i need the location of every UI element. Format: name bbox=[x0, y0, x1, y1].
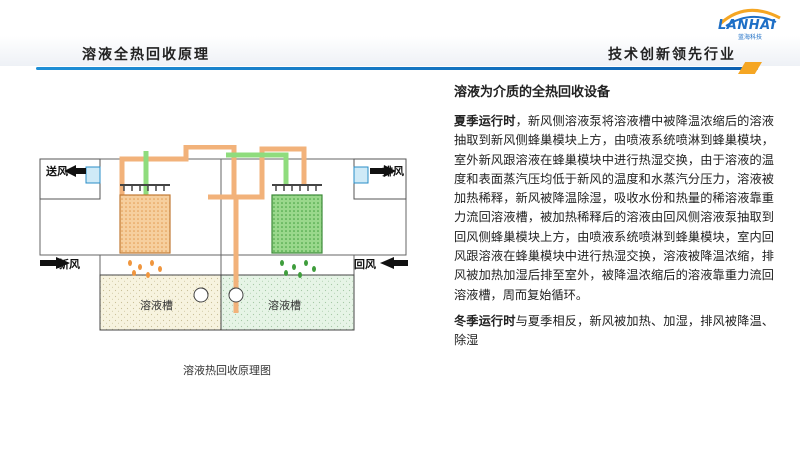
winter-text: 与夏季相反，新风被加热、加湿，排风被降温、除湿 bbox=[454, 313, 774, 348]
header-bar bbox=[0, 36, 800, 66]
label-tank-left: 溶液槽 bbox=[140, 298, 173, 312]
logo-brand: LANHAI bbox=[718, 18, 777, 33]
description-panel: 溶液为介质的全热回收设备 夏季运行时，新风侧溶液泵将溶液槽中被降温浓缩后的溶液抽… bbox=[454, 84, 774, 351]
page-title: 溶液全热回收原理 bbox=[82, 47, 210, 63]
summer-label: 夏季运行时 bbox=[454, 114, 516, 128]
header-accent bbox=[738, 62, 762, 74]
label-tank-right: 溶液槽 bbox=[268, 298, 301, 312]
winter-paragraph: 冬季运行时与夏季相反，新风被加热、加湿，排风被降温、除湿 bbox=[454, 312, 774, 351]
label-return-air: 回风 bbox=[354, 257, 376, 271]
winter-label: 冬季运行时 bbox=[454, 313, 516, 328]
logo-subtitle: 蓝海科技 bbox=[738, 34, 763, 41]
label-fresh-air: 新风 bbox=[58, 257, 80, 271]
label-exhaust-air: 排风 bbox=[382, 164, 404, 178]
summer-paragraph: 夏季运行时，新风侧溶液泵将溶液槽中被降温浓缩后的溶液抽取到新风侧蜂巢模块上方，由… bbox=[454, 112, 774, 305]
slogan: 技术创新领先行业 bbox=[608, 47, 736, 63]
section-title: 溶液为介质的全热回收设备 bbox=[454, 85, 611, 100]
heat-recovery-diagram: 送风 排风 新风 回风 溶液槽 溶液槽 bbox=[39, 145, 408, 331]
logo-icon bbox=[718, 8, 781, 27]
label-supply-air: 送风 bbox=[45, 164, 68, 178]
diagram-caption: 溶液热回收原理图 bbox=[183, 364, 271, 377]
header-divider bbox=[36, 67, 758, 70]
summer-text: ，新风侧溶液泵将溶液槽中被降温浓缩后的溶液抽取到新风侧蜂巢模块上方，由喷液系统喷… bbox=[454, 114, 774, 302]
